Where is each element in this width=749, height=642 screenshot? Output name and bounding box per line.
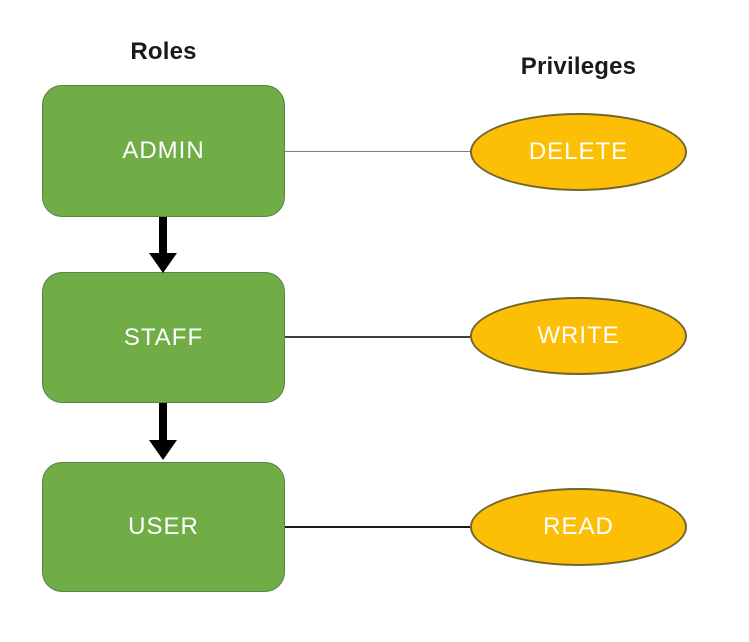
arrow-down-icon xyxy=(149,440,177,460)
role-node-user: USER xyxy=(42,462,285,592)
assignment-connector-admin-delete xyxy=(285,151,470,152)
role-node-admin: ADMIN xyxy=(42,85,285,217)
privilege-label-write: WRITE xyxy=(537,322,620,349)
role-node-staff: STAFF xyxy=(42,272,285,403)
privilege-node-write: WRITE xyxy=(470,297,687,375)
role-label-admin: ADMIN xyxy=(122,137,205,164)
roles-column-title: Roles xyxy=(130,38,197,65)
privilege-node-delete: DELETE xyxy=(470,113,687,191)
arrow-down-icon xyxy=(149,253,177,273)
privilege-node-read: READ xyxy=(470,488,687,566)
privileges-column-title: Privileges xyxy=(520,53,637,80)
hierarchy-arrow-admin-staff-shaft xyxy=(159,217,167,253)
privilege-label-delete: DELETE xyxy=(528,138,629,165)
hierarchy-arrow-staff-user-shaft xyxy=(159,403,167,440)
privilege-label-read: READ xyxy=(543,513,614,540)
assignment-connector-staff-write xyxy=(285,336,470,338)
role-label-user: USER xyxy=(128,513,199,540)
role-label-staff: STAFF xyxy=(123,323,204,351)
assignment-connector-user-read xyxy=(285,526,470,528)
